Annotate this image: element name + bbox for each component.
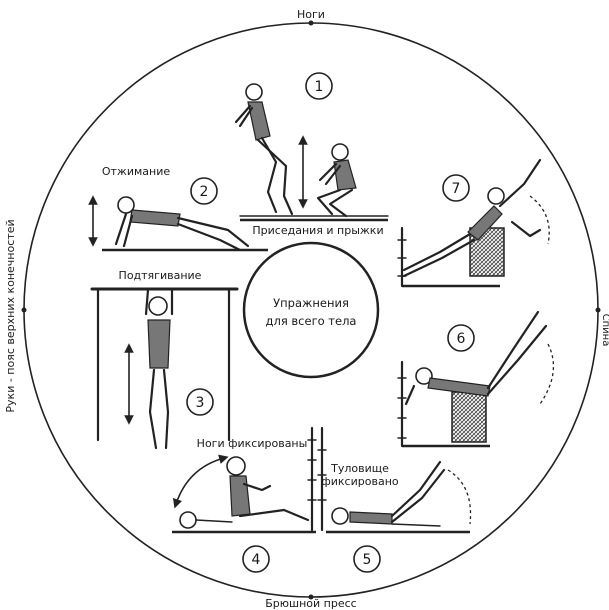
exercise-2-illustration	[93, 197, 268, 250]
exercise-3-label: Подтягивание	[119, 269, 202, 282]
ring-label-left: Руки - пояс верхних конечностей	[4, 219, 17, 412]
exercise-1-illustration	[236, 84, 388, 220]
exercise-7-number: 7	[452, 181, 461, 197]
ring-label-top: Ноги	[297, 8, 325, 21]
center-label-line1: Упражнения	[273, 296, 349, 310]
exercise-4-number: 4	[252, 552, 261, 568]
ring-marker-top	[309, 21, 314, 26]
center-label-line2: для всего тела	[266, 314, 357, 328]
ring-label-bottom: Брюшной пресс	[265, 597, 356, 610]
ring-marker-left	[22, 308, 27, 313]
exercise-2-number: 2	[200, 184, 209, 200]
exercise-3-number: 3	[196, 395, 205, 411]
exercise-7-illustration	[398, 160, 549, 286]
ring-marker-right	[596, 308, 601, 313]
exercise-5-label-line1: Туловище	[330, 462, 389, 475]
exercise-5-label-line2: фиксировано	[321, 475, 399, 488]
exercise-1-number: 1	[315, 79, 324, 95]
exercise-4-label: Ноги фиксированы	[197, 437, 308, 450]
ring-label-right: Спина	[600, 314, 609, 347]
exercise-6-illustration	[398, 312, 553, 446]
exercise-1-label: Приседания и прыжки	[252, 224, 383, 237]
exercise-5-number: 5	[363, 552, 372, 568]
exercise-3-illustration	[92, 289, 237, 448]
exercise-6-number: 6	[457, 331, 466, 347]
exercise-2-label: Отжимание	[102, 165, 171, 178]
center-circle	[244, 243, 378, 377]
